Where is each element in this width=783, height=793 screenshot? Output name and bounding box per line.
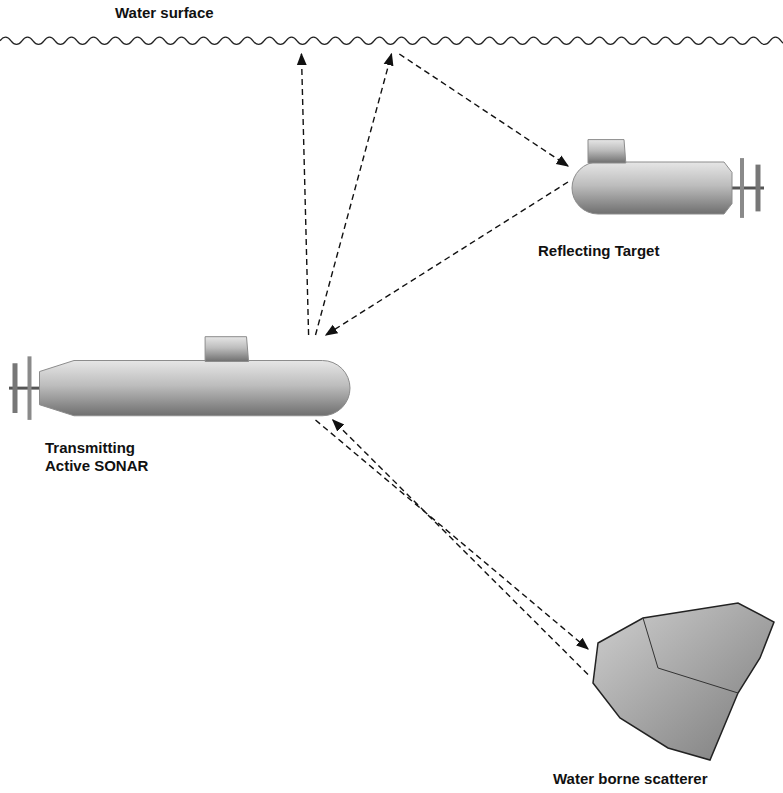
propeller-blade	[756, 165, 761, 212]
node-outline	[588, 598, 778, 768]
echo-path	[301, 54, 308, 335]
transmitting-sonar: Transmitting Active SONAR	[5, 335, 350, 420]
echo-path	[316, 420, 589, 649]
echo-path	[316, 54, 392, 335]
propeller-blade	[13, 363, 18, 413]
echo-path	[333, 420, 588, 675]
conning-tower	[205, 337, 248, 362]
reflecting-target: Reflecting Target	[568, 138, 768, 218]
surface-label: Water surface	[115, 4, 214, 22]
conning-tower	[588, 140, 626, 163]
scatterer-label: Water borne scatterer	[553, 770, 708, 788]
water-surface-band: Water surface	[0, 30, 783, 54]
echo-path	[399, 54, 568, 166]
node-outline	[568, 138, 768, 218]
submarine-hull	[40, 361, 351, 416]
node-outline	[5, 335, 350, 420]
node-outline	[0, 30, 783, 54]
scatterer-body	[593, 603, 774, 760]
target-label: Reflecting Target	[538, 242, 659, 260]
scatterer-fold	[643, 618, 738, 693]
sonar-label: Transmitting Active SONAR	[45, 439, 170, 475]
echo-path	[326, 182, 568, 335]
submarine-hull	[572, 162, 732, 214]
water-borne-scatterer: Water borne scatterer	[588, 598, 778, 768]
tail-fin	[740, 158, 744, 218]
wavy-surface	[0, 37, 783, 44]
tail-fin	[28, 356, 32, 420]
